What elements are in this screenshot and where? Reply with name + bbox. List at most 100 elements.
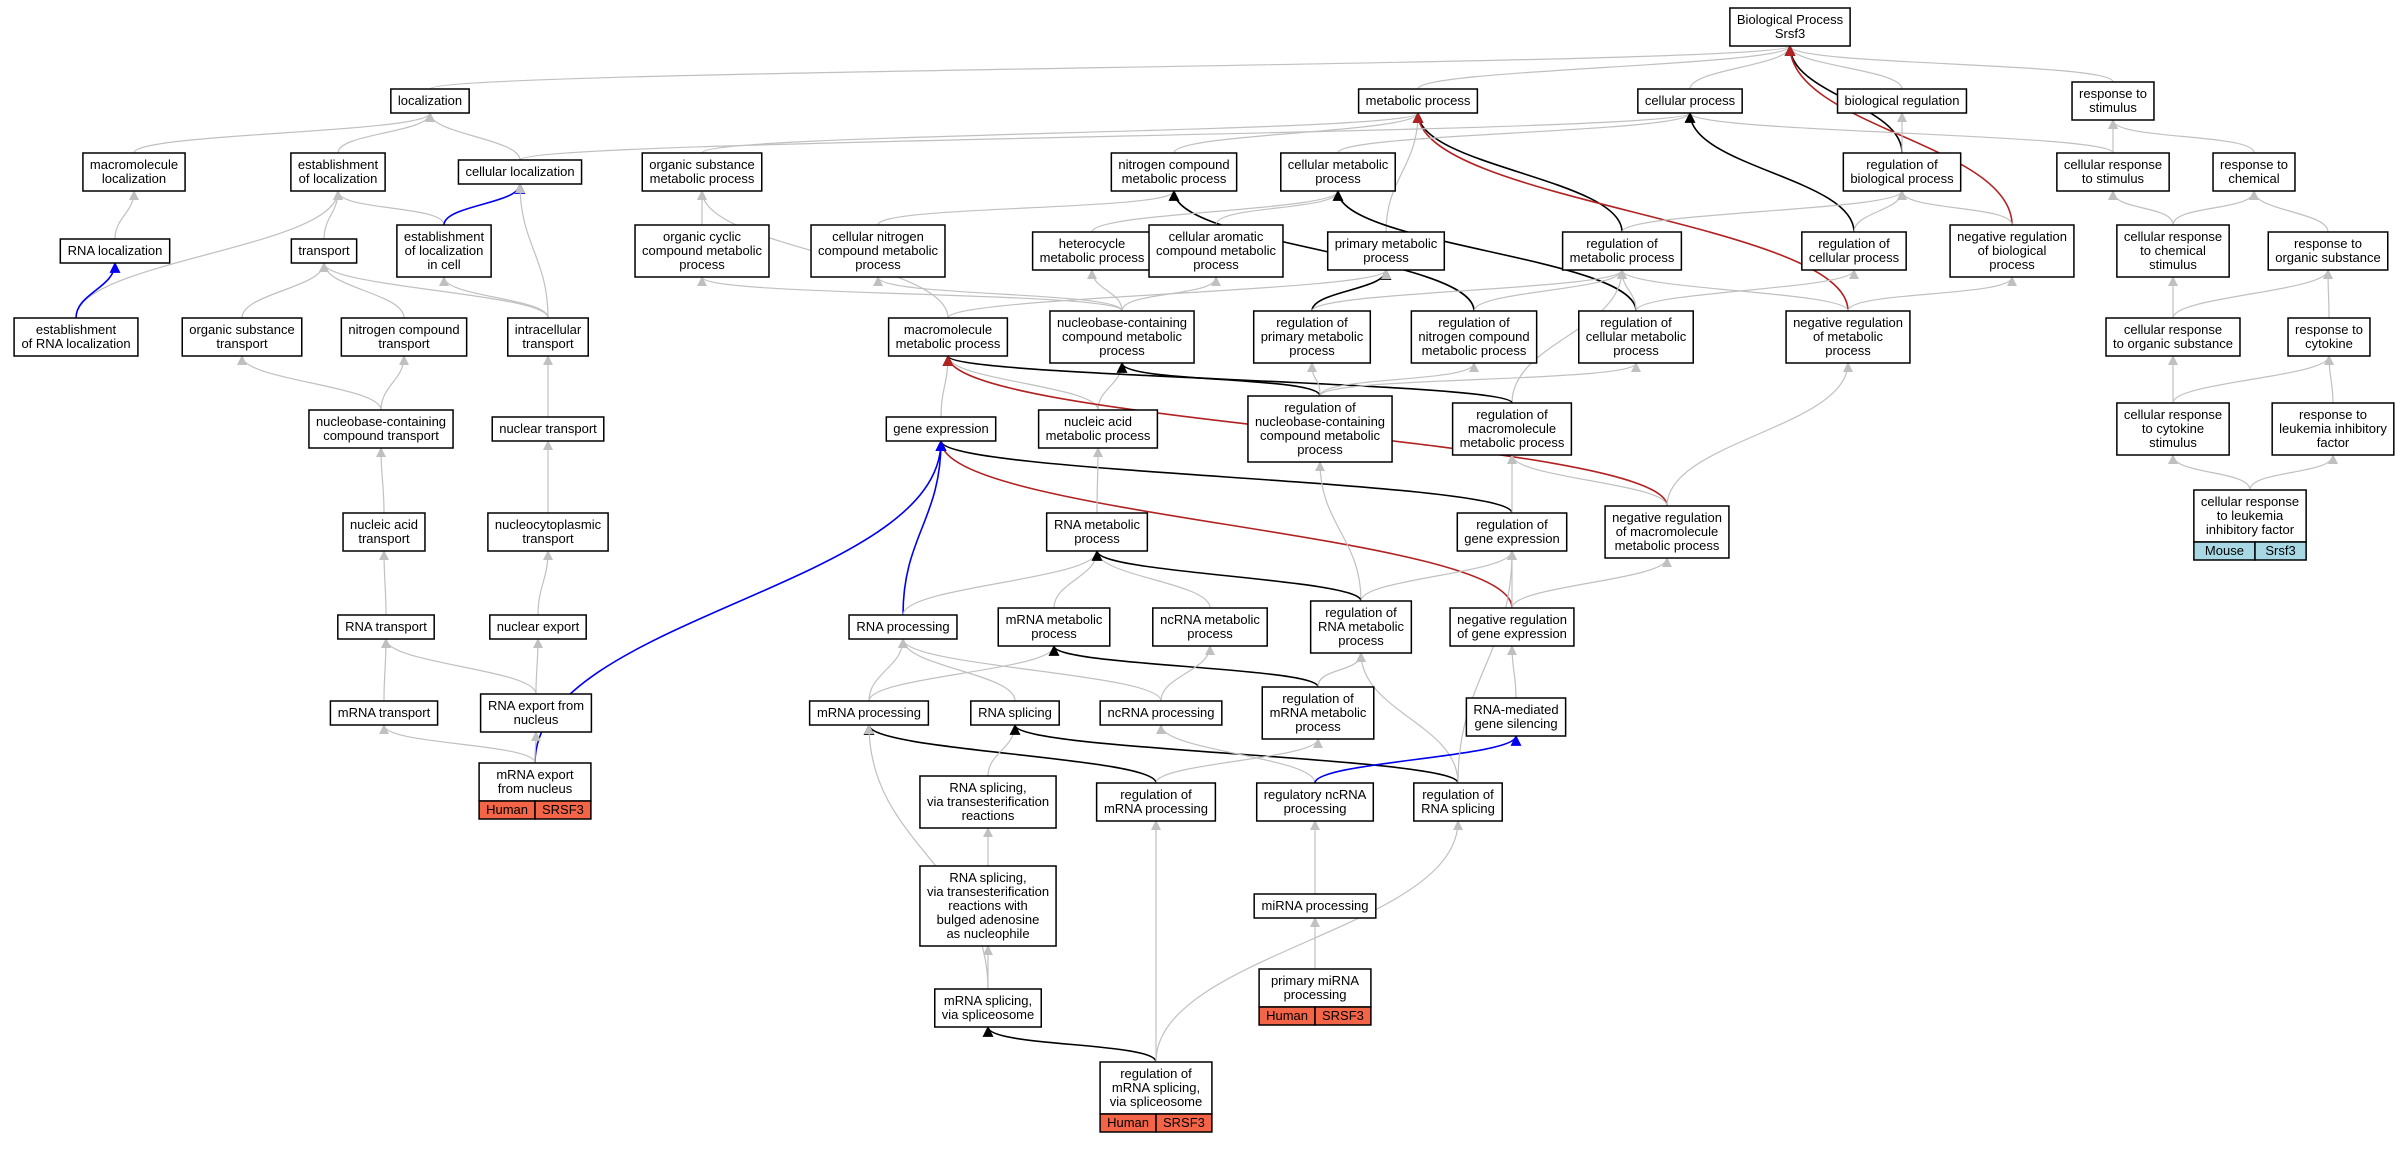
go-term-localization[interactable]: localization (390, 88, 470, 114)
go-term-transport[interactable]: transport (290, 238, 358, 264)
go-term-rna-processing[interactable]: RNA processing (848, 614, 958, 640)
go-term-mrna-transport[interactable]: mRNA transport (329, 700, 439, 726)
term-box (887, 317, 1009, 357)
term-box (1037, 409, 1159, 449)
edge-cell-resp-org-sub-to-resp-org-sub (2172, 269, 2333, 319)
term-label-line: mRNA metabolic (1270, 705, 1367, 720)
term-label-line: factor (2317, 435, 2350, 450)
edge-macromol-met-to-prim-met (947, 269, 1391, 319)
go-term-metabolic[interactable]: metabolic process (1357, 88, 1479, 114)
term-label-line: cellular metabolic (1586, 329, 1687, 344)
term-label-line: cytokine (2305, 336, 2353, 351)
go-term-rna-transport[interactable]: RNA transport (337, 614, 435, 640)
go-term-cell-loc[interactable]: cellular localization (457, 159, 583, 185)
go-term-rna-splicing[interactable]: RNA splicing (970, 700, 1060, 726)
go-term-nuclear-transport[interactable]: nuclear transport (491, 416, 605, 442)
term-label-line: in cell (427, 257, 460, 272)
term-box (1095, 782, 1217, 822)
go-term-gene-expr[interactable]: gene expression (885, 416, 997, 442)
go-term-nuclear-export[interactable]: nuclear export (489, 614, 587, 640)
term-label-line: intracellular (515, 322, 582, 337)
go-term-rna-splicing-trans[interactable]: RNA splicing,via transesterificationreac… (919, 775, 1057, 829)
go-term-rna-loc[interactable]: RNA localization (59, 238, 171, 264)
term-label-line: processing (1284, 987, 1347, 1002)
term-label-line: RNA processing (856, 619, 949, 634)
go-term-mrna-processing[interactable]: mRNA processing (808, 700, 930, 726)
edge-macromol-loc-to-localization (133, 112, 435, 154)
go-term-reg-nucbase-met[interactable]: regulation ofnucleobase-containingcompou… (1247, 395, 1393, 463)
go-term-rna-splicing-bulged[interactable]: RNA splicing,via transesterificationreac… (919, 865, 1057, 947)
go-term-bio-reg[interactable]: biological regulation (1836, 88, 1968, 114)
edge-rna-gene-silencing-to-neg-reg-gene-expr (1507, 645, 1518, 699)
go-term-ncrna-processing[interactable]: ncRNA processing (1099, 700, 1223, 726)
edge-rna-met-to-nucleic-met (1092, 447, 1103, 514)
term-label-line: compound metabolic (642, 243, 762, 258)
term-label-line: stimulus (2149, 257, 2197, 272)
edge-cell-met-to-cellular-proc (1337, 112, 1695, 154)
term-label-line: negative regulation (1457, 612, 1567, 627)
go-term-mrna-splicing-spliceosome[interactable]: mRNA splicing,via spliceosome (934, 988, 1042, 1028)
go-term-mirna-processing[interactable]: miRNA processing (1253, 893, 1377, 919)
edge-nitro-met-to-metabolic (1173, 112, 1423, 154)
go-term-cellular-proc[interactable]: cellular process (1637, 88, 1743, 114)
term-box (1637, 88, 1743, 114)
